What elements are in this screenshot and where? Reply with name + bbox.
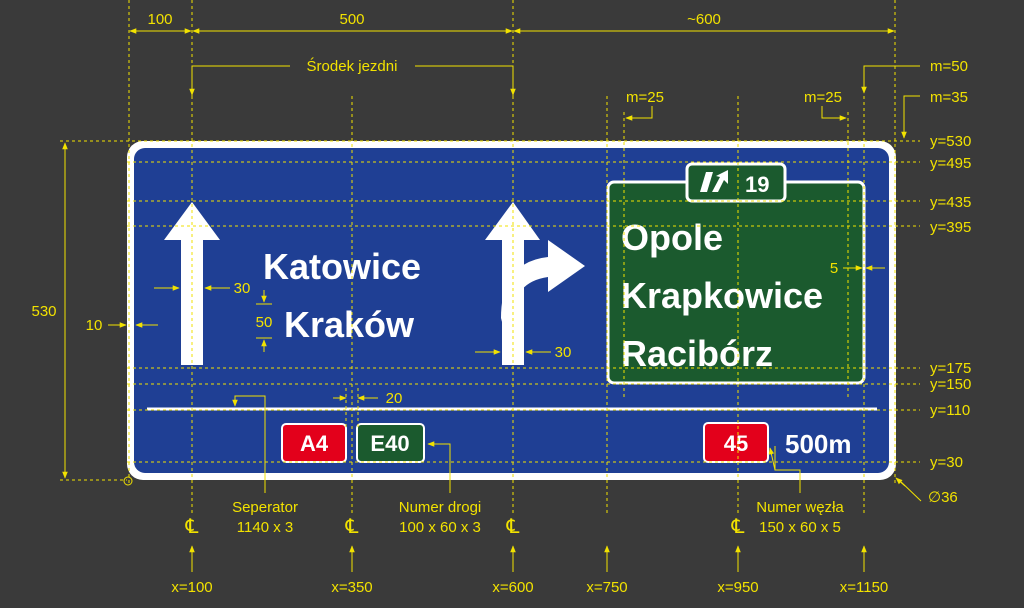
- centerline-icon: ℄: [506, 516, 520, 538]
- x-label-100: x=100: [171, 579, 212, 596]
- destination-opole: Opole: [621, 217, 723, 258]
- destination-raciborz: Racibórz: [621, 333, 773, 374]
- callout-junction: Numer węzła: [756, 499, 844, 516]
- dim-arrow-width: 30: [234, 280, 251, 297]
- dim-separator-gap: 20: [386, 390, 403, 407]
- margin-m25-left: m=25: [626, 89, 664, 106]
- exit-number: 19: [745, 172, 769, 197]
- dim-edge: 10: [86, 317, 103, 334]
- dimension-labels: 100 500 ~600 Środek jezdni m=50 m=35 m=2…: [31, 11, 971, 596]
- centerline-icon: ℄: [185, 516, 199, 538]
- dim-left-margin: 100: [147, 11, 172, 28]
- callout-junction-size: 150 x 60 x 5: [759, 519, 841, 536]
- dim-right-width: ~600: [687, 11, 721, 28]
- exit-icon: [700, 170, 728, 192]
- y-label-175: y=175: [930, 360, 971, 377]
- dim-lane-width: 500: [339, 11, 364, 28]
- distance-label: 500m: [785, 429, 852, 459]
- x-label-1150: x=1150: [840, 579, 889, 596]
- destination-krakow: Kraków: [284, 304, 415, 345]
- road-center-label: Środek jezdni: [307, 57, 398, 75]
- y-label-30: y=30: [930, 454, 963, 471]
- destination-krapkowice: Krapkowice: [621, 275, 823, 316]
- road-number-e40: E40: [370, 431, 409, 456]
- junction-number: 45: [724, 431, 748, 456]
- dim-height: 530: [31, 303, 56, 320]
- y-label-435: y=435: [930, 194, 971, 211]
- right-turn-arrow-icon: [501, 240, 585, 365]
- centerline-icon: ℄: [345, 516, 359, 538]
- callout-separator: Seperator: [232, 499, 298, 516]
- y-label-530: y=530: [930, 133, 971, 150]
- destination-katowice: Katowice: [263, 246, 421, 287]
- dimension-overlay: [60, 0, 922, 572]
- callout-road-number-size: 100 x 60 x 3: [399, 519, 481, 536]
- dim-arrow2-width: 30: [555, 344, 572, 361]
- dim-line-gap: 50: [256, 314, 273, 331]
- y-label-395: y=395: [930, 219, 971, 236]
- centerline-icon: ℄: [731, 516, 745, 538]
- sign-board: Katowice Kraków 19 Opole Krapkowice Raci…: [127, 141, 896, 480]
- x-label-950: x=950: [717, 579, 758, 596]
- y-label-110: y=110: [930, 402, 970, 419]
- dim-corner-radius: ∅36: [928, 489, 958, 506]
- x-label-750: x=750: [586, 579, 627, 596]
- horizontal-guide-lines: [60, 140, 920, 481]
- exit-number-badge: [685, 162, 787, 203]
- callout-road-number: Numer drogi: [399, 499, 482, 516]
- margin-m35: m=35: [930, 89, 968, 106]
- dim-panel-margin: 5: [830, 260, 838, 277]
- margin-m50: m=50: [930, 58, 968, 75]
- x-label-350: x=350: [331, 579, 372, 596]
- callout-separator-size: 1140 x 3: [237, 519, 293, 536]
- margin-m25-right: m=25: [804, 89, 842, 106]
- y-label-150: y=150: [930, 376, 971, 393]
- road-number-e40-badge: [356, 423, 425, 463]
- road-number-a4: A4: [300, 431, 329, 456]
- x-label-600: x=600: [492, 579, 533, 596]
- y-label-495: y=495: [930, 155, 971, 172]
